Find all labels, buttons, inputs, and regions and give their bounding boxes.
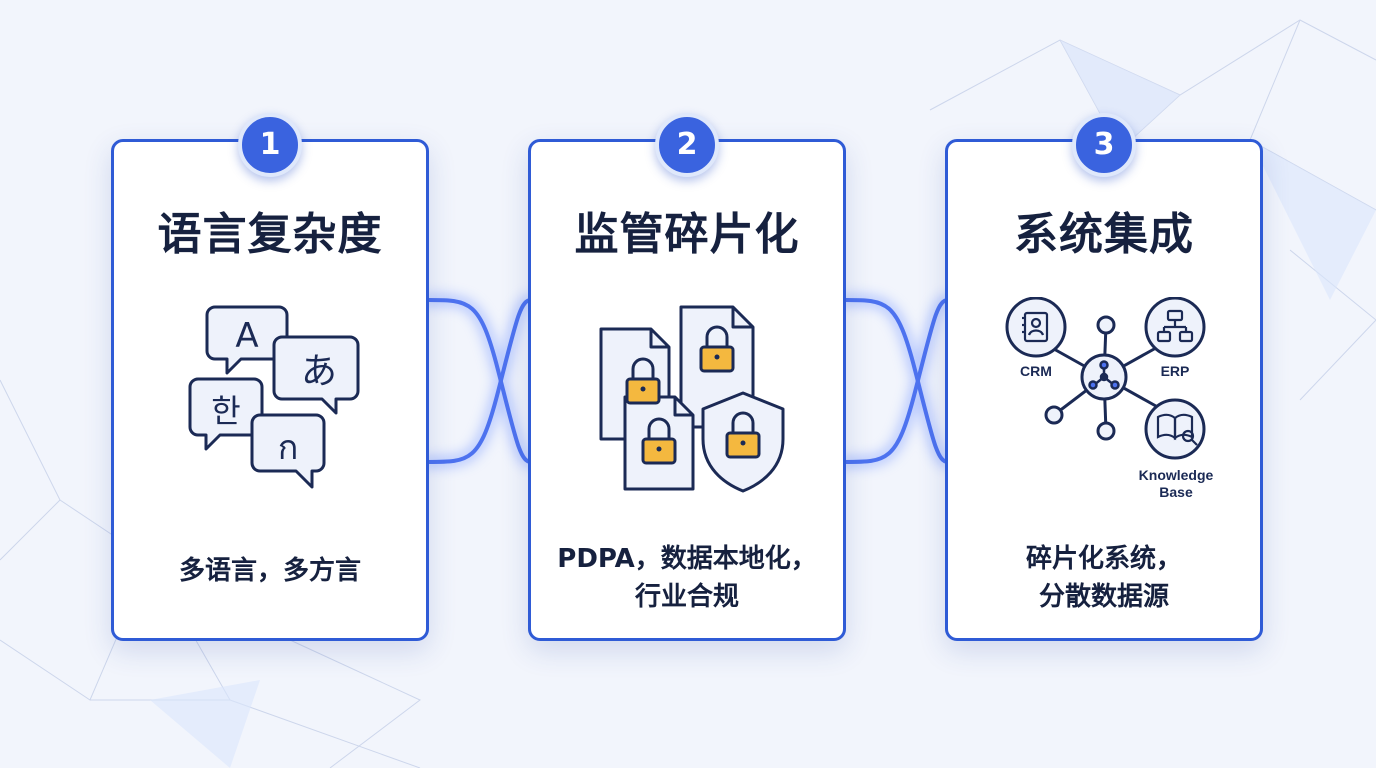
card-title: 语言复杂度 bbox=[157, 209, 383, 260]
locked-documents-shield-icon bbox=[599, 305, 785, 493]
card-regulatory-fragmentation: 2 监管碎片化 bbox=[528, 113, 846, 641]
multilingual-speech-bubbles-icon: A 한 あ ก bbox=[188, 305, 360, 489]
description-line: 分散数据源 bbox=[1038, 582, 1169, 612]
knowledge-base-label-line2: Base bbox=[1159, 484, 1193, 497]
step-number-badge: 2 bbox=[655, 113, 719, 177]
description-line: 多语言，多方言 bbox=[178, 556, 361, 586]
crm-label: CRM bbox=[1020, 363, 1052, 379]
glyph-latin: A bbox=[235, 316, 258, 356]
description-line: PDPA，数据本地化， bbox=[557, 544, 817, 574]
card-description: 多语言，多方言 bbox=[114, 552, 426, 590]
system-network-hub-icon: CRM ERP Knowledge Base bbox=[1005, 297, 1214, 497]
lock-icon bbox=[725, 411, 761, 459]
card-title: 系统集成 bbox=[1014, 209, 1194, 260]
erp-label: ERP bbox=[1161, 363, 1190, 379]
glyph-korean: 한 bbox=[211, 392, 240, 430]
lock-icon bbox=[641, 417, 677, 465]
glyph-thai: ก bbox=[278, 428, 299, 468]
step-number-badge: 1 bbox=[238, 113, 302, 177]
description-line: 行业合规 bbox=[634, 582, 739, 612]
card-description: PDPA，数据本地化， 行业合规 bbox=[531, 540, 843, 616]
description-line: 碎片化系统， bbox=[1025, 544, 1182, 574]
glyph-japanese: あ bbox=[301, 351, 337, 392]
lock-icon bbox=[699, 325, 735, 373]
step-number-badge: 3 bbox=[1072, 113, 1136, 177]
card-system-integration: 3 系统集成 bbox=[945, 113, 1263, 641]
lock-icon bbox=[625, 357, 661, 405]
card-connector-left bbox=[422, 294, 537, 468]
card-language-complexity: 1 语言复杂度 A 한 あ ก 多语言，多方言 bbox=[111, 113, 429, 641]
card-description: 碎片化系统， 分散数据源 bbox=[948, 540, 1260, 616]
knowledge-base-label-line1: Knowledge bbox=[1139, 467, 1214, 483]
card-title: 监管碎片化 bbox=[574, 209, 800, 260]
card-connector-right bbox=[839, 294, 954, 468]
